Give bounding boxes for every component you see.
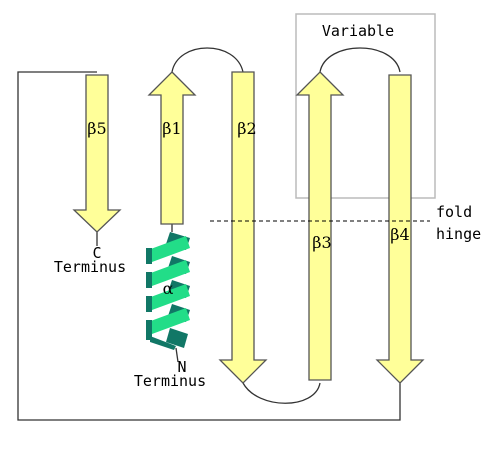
helix-front-ribbon [148, 284, 190, 310]
beta2-label: β2 [237, 119, 256, 138]
loop-beta2-beta3 [242, 382, 321, 404]
helix-edge [146, 320, 152, 340]
loop-beta1-beta2 [171, 47, 244, 73]
helix-edge [150, 336, 176, 350]
helix-front-ribbon [148, 308, 190, 334]
helix-front-ribbon [148, 236, 190, 262]
helix-edge [146, 296, 152, 312]
helix-label: α [163, 279, 174, 298]
fold-hinge-label-line1: fold [436, 203, 472, 221]
variable-region-box [295, 13, 436, 199]
c-terminus-word: Terminus [54, 258, 126, 276]
helix-front-ribbon [148, 260, 190, 286]
loop-beta3-beta4 [319, 47, 401, 73]
fold-hinge-label-line2: hinge [436, 225, 481, 243]
helix-edge [146, 248, 152, 264]
beta5-strand-arrow [72, 74, 122, 233]
beta3-label: β3 [312, 233, 331, 252]
beta4-strand-arrow [375, 74, 425, 384]
beta1-strand-arrow [147, 71, 197, 225]
beta5-label: β5 [87, 119, 106, 138]
helix-edge [146, 272, 152, 288]
alpha-helix: α [146, 232, 190, 350]
n-terminus-letter: N [177, 358, 186, 376]
n-terminus-word: Terminus [134, 372, 206, 390]
c-terminus-letter: C [92, 244, 101, 262]
beta3-strand-arrow [295, 71, 345, 381]
variable-region-label: Variable [322, 22, 394, 40]
n-terminus-tail [175, 347, 179, 363]
beta4-label: β4 [390, 225, 409, 244]
beta1-label: β1 [162, 119, 181, 138]
helix-back-ribbon [166, 328, 188, 348]
loop-beta4-beta5 [17, 71, 401, 421]
beta2-strand-arrow [218, 71, 268, 384]
